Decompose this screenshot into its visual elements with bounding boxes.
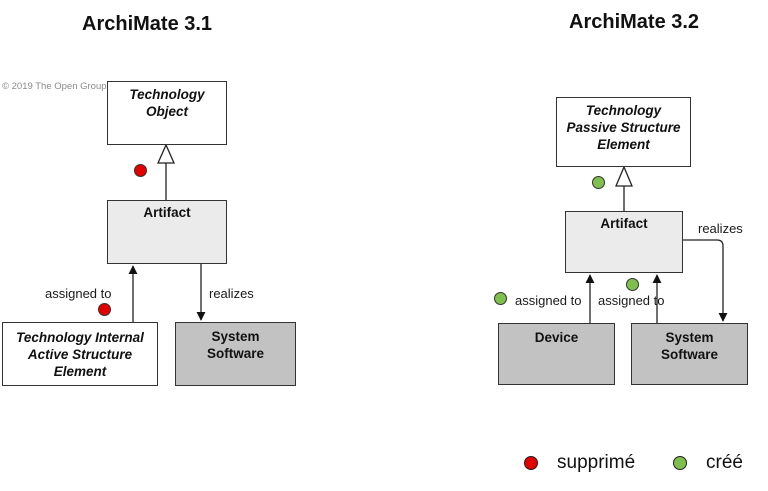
passive-structure-box[interactable]: Technology Passive Structure Element [556,97,691,167]
right-diagram-title: ArchiMate 3.2 [569,11,700,33]
removed-marker-specialization [134,164,147,177]
legend-removed-label: supprimé [557,452,636,473]
left-artifact-label: Artifact [143,205,191,220]
right-system-software-line1: System [665,330,714,345]
created-marker-device-assigned [494,292,507,305]
device-box[interactable]: Device [498,323,615,385]
left-diagram-title: ArchiMate 3.1 [82,13,213,35]
right-software-assigned-label: assigned to [598,293,665,308]
right-system-software-line2: Software [660,347,718,362]
internal-active-line3: Element [53,363,107,379]
left-system-software-line2: Software [206,346,264,361]
internal-active-structure-box[interactable]: Technology Internal Active Structure Ele… [2,322,158,386]
legend-created-dot [673,456,687,470]
left-system-software-line1: System [211,329,260,344]
right-artifact-box[interactable]: Artifact [565,211,683,273]
right-device-assigned-label: assigned to [515,293,582,308]
technology-object-line2: Object [145,104,188,119]
left-realizes-label: realizes [209,286,254,301]
right-artifact-label: Artifact [600,216,648,231]
right-realizes-label: realizes [698,221,743,236]
copyright-notice: © 2019 The Open Group [2,81,107,92]
technology-object-box[interactable]: Technology Object [107,81,227,145]
removed-marker-assigned [98,303,111,316]
left-assigned-to-label: assigned to [45,286,112,301]
technology-object-line1: Technology [129,87,205,102]
right-system-software-box[interactable]: System Software [631,323,748,385]
passive-structure-line3: Element [597,137,650,152]
right-realizes-line [682,239,728,322]
passive-structure-line1: Technology [585,103,662,118]
legend-created-label: créé [706,452,743,473]
device-label: Device [534,330,579,345]
left-artifact-box[interactable]: Artifact [107,200,227,264]
passive-structure-line2: Passive Structure [566,120,681,135]
legend-removed-dot [524,456,538,470]
left-system-software-box[interactable]: System Software [175,322,296,386]
right-specialization-triangle [615,165,633,187]
internal-active-line2: Active Structure [27,346,133,362]
internal-active-line1: Technology Internal [16,329,144,345]
created-marker-specialization [592,176,605,189]
created-marker-software-assigned [626,278,639,291]
left-specialization-triangle [156,143,176,164]
